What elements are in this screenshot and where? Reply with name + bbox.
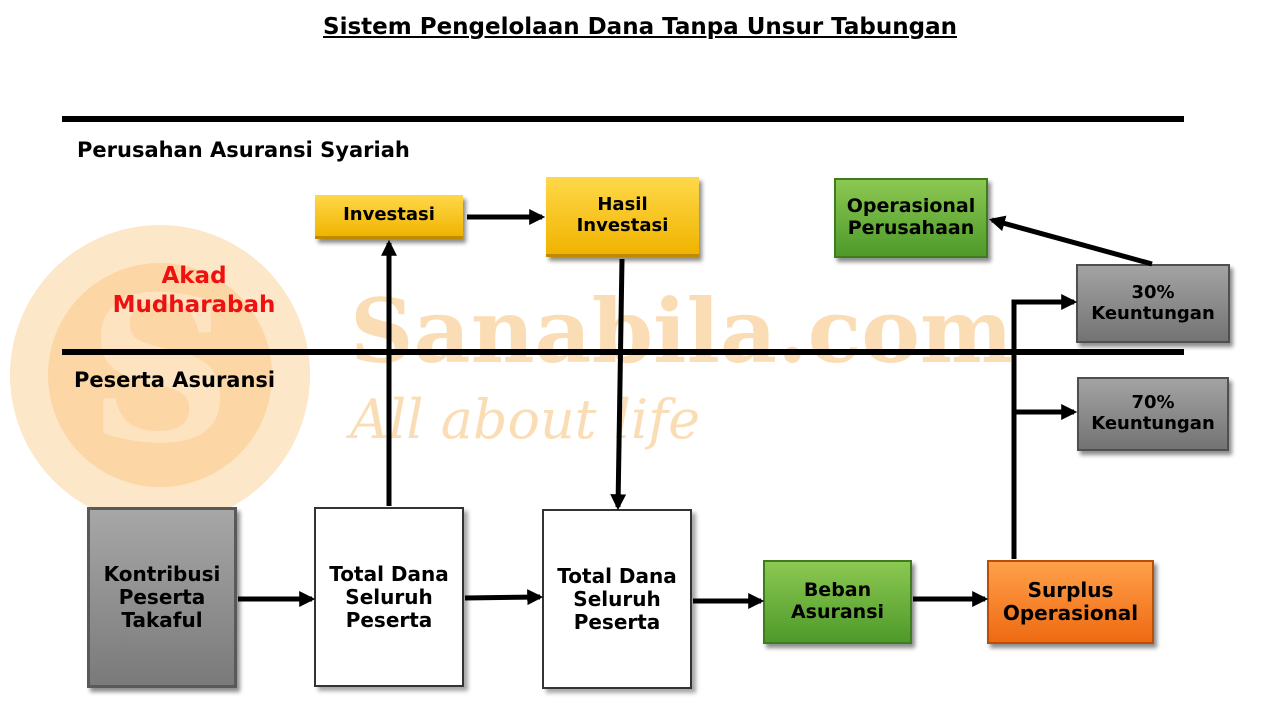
- hasil-investasi-label: Hasil Investasi: [576, 193, 669, 236]
- total-dana-box-1: Total Dana Seluruh Peserta: [314, 507, 464, 687]
- hasil-investasi-box: Hasil Investasi: [546, 177, 699, 257]
- top-divider: [62, 116, 1184, 122]
- keuntungan-70-label: 70% Keuntungan: [1091, 392, 1215, 434]
- beban-asuransi-label: Beban Asuransi: [790, 579, 885, 623]
- keuntungan-30-box: 30% Keuntungan: [1076, 264, 1230, 343]
- investasi-label: Investasi: [343, 204, 435, 226]
- watermark-logo-letter: S: [88, 253, 232, 488]
- surplus-operasional-label: Surplus Operasional: [1002, 578, 1139, 625]
- diagram-title: Sistem Pengelolaan Dana Tanpa Unsur Tabu…: [323, 14, 957, 40]
- company-section-label: Perusahan Asuransi Syariah: [77, 138, 410, 162]
- total-dana-1-label: Total Dana Seluruh Peserta: [329, 561, 449, 632]
- watermark-brand: Sanabila.com: [350, 279, 1013, 383]
- middle-divider: [62, 349, 1184, 355]
- keuntungan-30-label: 30% Keuntungan: [1091, 281, 1215, 324]
- keuntungan-70-box: 70% Keuntungan: [1077, 377, 1229, 451]
- total-dana-box-2: Total Dana Seluruh Peserta: [542, 509, 692, 689]
- investasi-box: Investasi: [315, 195, 463, 239]
- watermark-tagline: All about life: [345, 388, 700, 451]
- beban-asuransi-box: Beban Asuransi: [763, 560, 912, 644]
- surplus-operasional-box: Surplus Operasional: [987, 560, 1154, 644]
- total-dana-2-label: Total Dana Seluruh Peserta: [557, 563, 677, 634]
- kontribusi-box: Kontribusi Peserta Takaful: [87, 507, 237, 688]
- akad-text: Akad Mudharabah: [112, 263, 276, 318]
- watermark-logo-inner: [48, 263, 272, 487]
- akad-mudharabah-label: Akad Mudharabah: [84, 262, 304, 320]
- operasional-perusahaan-label: Operasional Perusahaan: [846, 195, 976, 239]
- operasional-perusahaan-box: Operasional Perusahaan: [834, 178, 988, 258]
- kontribusi-label: Kontribusi Peserta Takaful: [103, 562, 221, 632]
- participants-section-label: Peserta Asuransi: [74, 368, 276, 392]
